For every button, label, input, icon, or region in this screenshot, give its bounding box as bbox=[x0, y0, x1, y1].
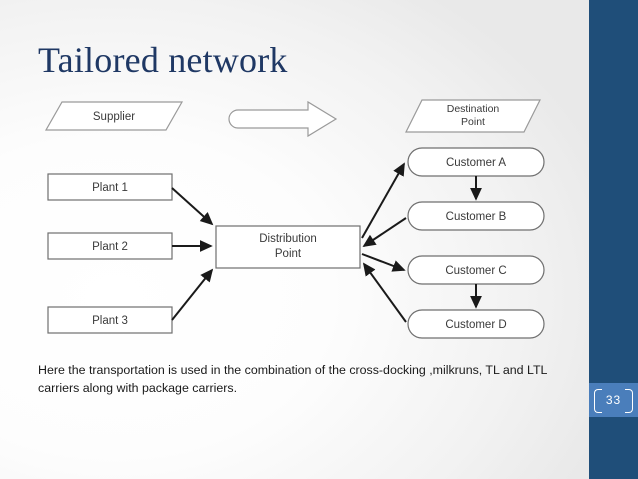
arrow-customer-d-to-hub bbox=[362, 262, 407, 323]
arrow-plant3-to-hub bbox=[171, 268, 214, 321]
page-title: Tailored network bbox=[38, 40, 288, 80]
customer-b-label: Customer B bbox=[446, 211, 507, 223]
customer-d-node: Customer D bbox=[407, 309, 545, 339]
plant-1-node: Plant 1 bbox=[47, 173, 173, 201]
bracket-right-decoration bbox=[625, 389, 633, 413]
page-number-text: 33 bbox=[605, 393, 622, 407]
customer-c-label: Customer C bbox=[445, 265, 506, 277]
distribution-point-label-line1: Distribution bbox=[259, 233, 317, 245]
customer-a-node: Customer A bbox=[407, 147, 545, 177]
customer-a-label: Customer A bbox=[446, 157, 506, 169]
flow-arrow-shape bbox=[228, 100, 338, 138]
arrow-plant1-to-hub bbox=[171, 187, 214, 226]
supplier-legend-shape: Supplier bbox=[44, 101, 184, 131]
destination-legend-label-line1: Destination bbox=[447, 103, 500, 115]
customer-b-node: Customer B bbox=[407, 201, 545, 231]
plant-3-label: Plant 3 bbox=[92, 315, 128, 327]
customer-d-label: Customer D bbox=[445, 319, 506, 331]
destination-legend-shape: Destination Point bbox=[405, 99, 541, 133]
arrow-customer-b-to-hub bbox=[362, 217, 407, 247]
plant-2-label: Plant 2 bbox=[92, 241, 128, 253]
distribution-point-node: Distribution Point bbox=[215, 225, 361, 269]
plant-2-node: Plant 2 bbox=[47, 232, 173, 260]
arrow-hub-to-customer-c bbox=[361, 253, 406, 272]
plant-1-label: Plant 1 bbox=[92, 182, 128, 194]
tailored-network-diagram: Supplier Destination Point Plant 1 Plant… bbox=[30, 98, 570, 343]
page-number-badge: 33 bbox=[589, 383, 638, 417]
slide-caption: Here the transportation is used in the c… bbox=[38, 363, 547, 395]
arrow-hub-to-customer-a bbox=[361, 162, 405, 239]
supplier-legend-label: Supplier bbox=[93, 111, 135, 123]
plant-3-node: Plant 3 bbox=[47, 306, 173, 334]
bracket-left-decoration bbox=[594, 389, 602, 413]
distribution-point-label-line2: Point bbox=[275, 248, 302, 260]
customer-c-node: Customer C bbox=[407, 255, 545, 285]
destination-legend-label-line2: Point bbox=[461, 116, 485, 128]
